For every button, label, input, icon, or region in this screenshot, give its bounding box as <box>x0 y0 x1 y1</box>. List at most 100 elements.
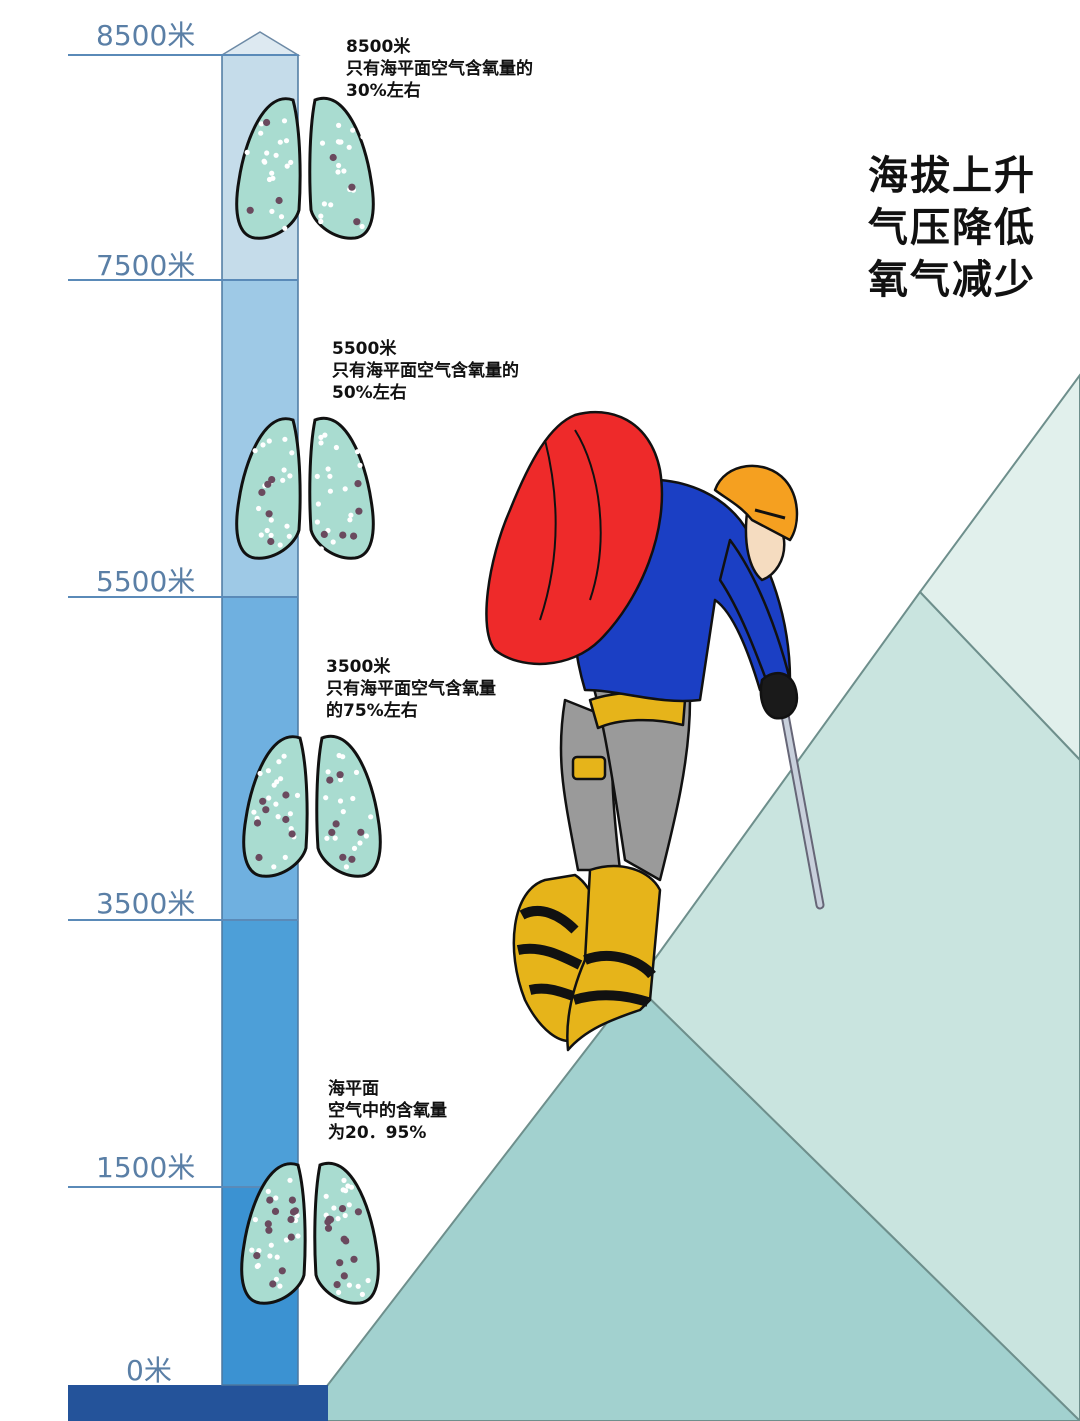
oxygen-dot <box>273 1276 279 1282</box>
oxygen-dot <box>265 768 271 774</box>
dark-dot <box>355 507 363 515</box>
oxygen-dot <box>287 811 293 817</box>
dark-dot <box>287 1233 295 1241</box>
dark-dot <box>265 1226 273 1234</box>
oxygen-dot <box>278 776 284 782</box>
dark-dot <box>328 828 336 836</box>
oxygen-dot <box>343 1188 349 1194</box>
oxygen-dot <box>244 149 250 155</box>
oxygen-dot <box>276 759 282 765</box>
dark-dot <box>350 1255 358 1263</box>
oxygen-dot <box>357 462 363 468</box>
dark-dot <box>324 1224 333 1232</box>
oxygen-dot <box>328 202 334 208</box>
oxygen-dot <box>368 814 374 820</box>
oxygen-dot <box>281 467 287 473</box>
oxygen-dot <box>283 1237 289 1243</box>
lungs-pair <box>235 96 375 240</box>
oxygen-dot <box>266 438 272 444</box>
dark-dot <box>340 1272 348 1280</box>
dark-dot <box>271 1207 280 1215</box>
oxygen-dot <box>288 159 294 165</box>
mountain-back-face <box>634 590 1080 1421</box>
oxygen-dot <box>333 444 339 451</box>
oxygen-dot <box>362 753 368 759</box>
oxygen-dot <box>287 1177 293 1183</box>
altitude-label-1500: 1500米 <box>96 1151 196 1184</box>
oxygen-dot <box>280 477 286 483</box>
oxygen-dot <box>281 753 287 759</box>
annotation-line: 3500米 <box>326 657 391 677</box>
altitude-label-0: 0米 <box>126 1354 172 1387</box>
dark-dot <box>333 1281 341 1289</box>
annotation-sea-level: 海平面 空气中的含氧量 为20．95% <box>328 1078 447 1144</box>
column-peak <box>219 31 301 56</box>
oxygen-dot <box>341 168 347 174</box>
dark-dot <box>287 1215 295 1224</box>
oxygen-dot <box>271 864 277 870</box>
oxygen-dot <box>337 798 344 804</box>
dark-dot <box>264 1220 272 1228</box>
dark-dot <box>288 1196 296 1204</box>
oxygen-dot <box>342 1212 348 1219</box>
lungs-pair <box>240 1161 380 1305</box>
oxygen-dot <box>319 140 326 146</box>
dark-dot <box>348 855 356 863</box>
oxygen-dot <box>277 542 283 548</box>
oxygen-dot <box>282 225 288 231</box>
dark-dot <box>255 853 263 862</box>
oxygen-dot <box>365 1277 371 1284</box>
right-lung <box>315 734 382 878</box>
annotation-line: 为20．95% <box>328 1123 427 1144</box>
dark-dot <box>350 532 358 540</box>
oxygen-dot <box>284 163 290 169</box>
oxygen-dot <box>327 473 333 479</box>
dark-dot <box>258 488 266 496</box>
oxygen-dot <box>363 833 369 839</box>
annotation-line: 5500米 <box>332 339 397 359</box>
oxygen-dot <box>274 1254 280 1260</box>
altitude-label-8500: 8500米 <box>96 19 196 52</box>
oxygen-dot <box>265 1188 271 1194</box>
oxygen-dot <box>266 795 272 801</box>
dark-dot <box>354 480 362 488</box>
oxygen-dot <box>337 139 343 145</box>
oxygen-dot <box>346 144 352 150</box>
dark-dot <box>348 183 356 191</box>
dark-dot <box>246 206 254 214</box>
oxygen-dot <box>325 466 331 472</box>
oxygen-dot <box>257 770 263 777</box>
dark-dot <box>264 480 272 488</box>
oxygen-dot <box>258 130 264 136</box>
oxygen-dot <box>318 434 324 440</box>
oxygen-dot <box>359 1291 365 1297</box>
glove <box>759 671 799 720</box>
oxygen-dot <box>287 473 293 479</box>
oxygen-dot <box>355 1283 361 1289</box>
annotation-line: 30%左右 <box>346 81 421 102</box>
dark-dot <box>253 819 262 827</box>
left-lung <box>235 97 302 240</box>
oxygen-dot <box>335 169 341 175</box>
dark-dot <box>282 791 290 799</box>
dark-dot <box>357 828 365 836</box>
oxygen-dot <box>258 532 264 538</box>
oxygen-dot <box>350 127 356 133</box>
dark-dot <box>329 153 337 162</box>
dark-dot <box>278 1267 286 1275</box>
oxygen-dot <box>286 533 292 539</box>
oxygen-dot <box>252 1217 258 1223</box>
oxygen-dot <box>330 539 336 545</box>
slogan-line: 氧气减少 <box>868 257 1036 303</box>
oxygen-dot <box>261 158 267 164</box>
annotation-line: 50%左右 <box>332 383 407 404</box>
oxygen-dot <box>354 449 361 455</box>
annotation-line: 只有海平面空气含氧量的 <box>332 361 519 382</box>
sea-level-ground <box>68 1385 328 1421</box>
oxygen-dot <box>282 436 288 442</box>
oxygen-dot <box>318 218 324 225</box>
oxygen-dot <box>256 1248 262 1254</box>
oxygen-dot <box>294 792 301 798</box>
oxygen-dot <box>323 1193 329 1199</box>
oxygen-dot <box>273 801 279 807</box>
